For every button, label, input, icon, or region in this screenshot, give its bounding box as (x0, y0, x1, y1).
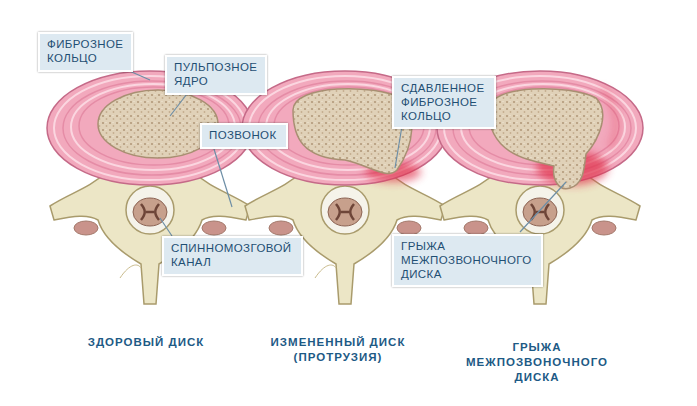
callout-text: СДАВЛЕННОЕ ФИБРОЗНОЕ КОЛЬЦО (401, 82, 486, 123)
callout-text: ГРЫЖА МЕЖПОЗВОНОЧНОГО ДИСКА (401, 240, 533, 281)
callout-box: ГРЫЖА МЕЖПОЗВОНОЧНОГО ДИСКА (392, 234, 543, 287)
caption-label: ЗДОРОВЫЙ ДИСК (88, 335, 205, 350)
illustration-part (160, 218, 172, 236)
callout-box: СПИННОМОЗГОВОЙ КАНАЛ (162, 236, 303, 276)
callout-text: СПИННОМОЗГОВОЙ КАНАЛ (171, 242, 293, 270)
caption-label: ГРЫЖА МЕЖПОЗВОНОЧНОГО ДИСКА (466, 340, 608, 385)
illustration-part (602, 88, 616, 148)
illustration-part (214, 149, 232, 207)
callout-text: ПОЗВОНОК (209, 129, 278, 143)
callout-box: ПОЗВОНОК (200, 123, 288, 149)
callout-box: ФИБРОЗНОЕ КОЛЬЦО (38, 32, 133, 72)
illustration-part (395, 126, 402, 168)
caption-label: ИЗМЕНЕННЫЙ ДИСК (ПРОТРУЗИЯ) (253, 335, 423, 365)
callout-box: ПУЛЬПОЗНОЕ ЯДРО (165, 55, 267, 95)
illustration-part (520, 182, 566, 232)
illustration-part (488, 89, 603, 189)
callout-text: ПУЛЬПОЗНОЕ ЯДРО (174, 61, 257, 89)
callout-text: ФИБРОЗНОЕ КОЛЬЦО (47, 38, 123, 66)
callout-box: СДАВЛЕННОЕ ФИБРОЗНОЕ КОЛЬЦО (392, 76, 496, 129)
